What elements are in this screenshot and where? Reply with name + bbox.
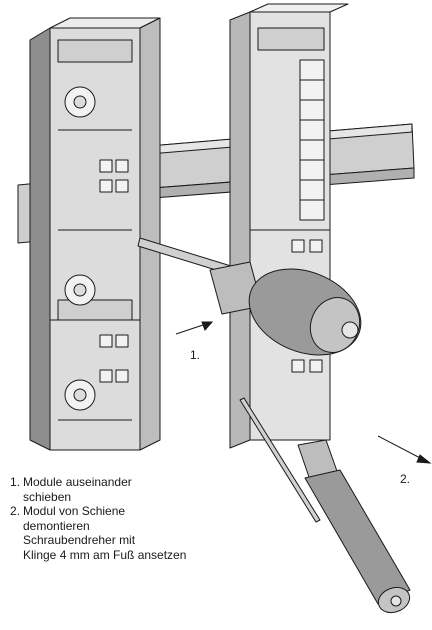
instruction-item: 2. Modul von Schiene demontieren Schraub…	[10, 504, 186, 562]
callout-step2: 2.	[400, 472, 411, 486]
screwdriver-upper	[137, 237, 362, 356]
instruction-list: 1. Module auseinander schieben 2. Modul …	[10, 475, 186, 562]
screwdriver-lower	[239, 397, 411, 614]
arrow-step2	[377, 435, 432, 464]
instruction-text: Modul von Schiene demontieren Schraubend…	[23, 504, 187, 562]
callout-step1: 1.	[190, 348, 201, 362]
instruction-number: 1.	[10, 475, 21, 489]
arrow-step1	[175, 321, 214, 335]
right-module	[229, 3, 349, 449]
left-module	[29, 17, 161, 451]
instruction-item: 1. Module auseinander schieben	[10, 475, 186, 504]
instruction-number: 2.	[10, 504, 21, 518]
instruction-text: Module auseinander schieben	[23, 475, 132, 504]
